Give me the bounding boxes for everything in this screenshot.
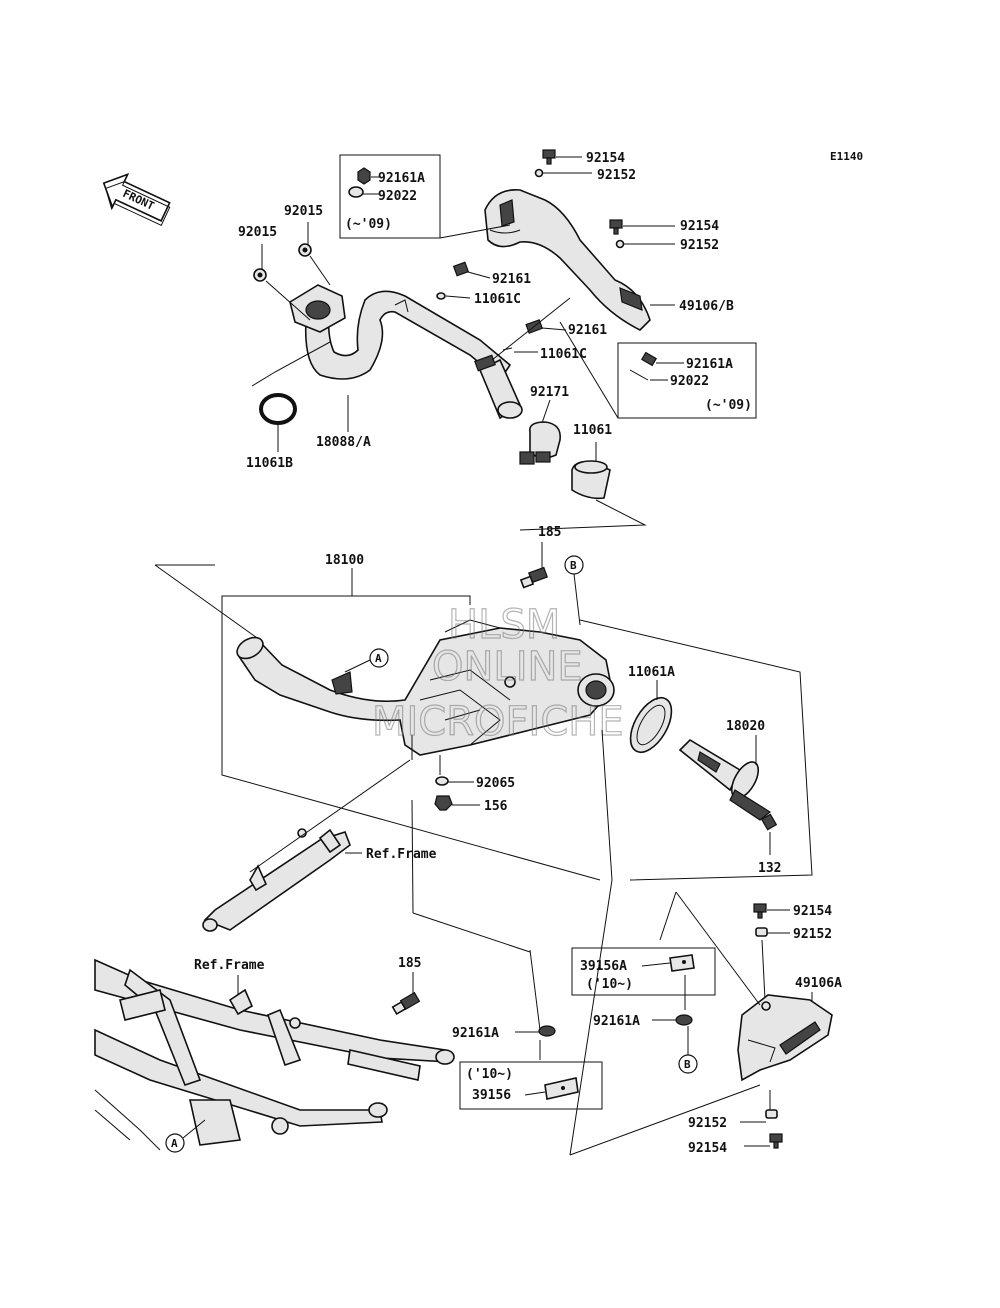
- label-49106B: 49106/B: [679, 299, 734, 314]
- frame-bracket: [202, 828, 351, 932]
- clamp-92171: [519, 421, 562, 465]
- label-92161-2: 92161: [568, 323, 607, 338]
- label-92161A-mid: 92161A: [593, 1014, 640, 1029]
- variant-box-09-a: 92161A 92022 (~'09): [339, 154, 441, 239]
- label-92161A-box: 92161A: [378, 171, 425, 186]
- variant-box-09-b: 92161A 92022 (~'09): [617, 342, 757, 419]
- spark-arrestor-18020: [678, 738, 772, 821]
- label-92065: 92065: [476, 776, 515, 791]
- label-92152-r: 92152: [793, 927, 832, 942]
- label-11061C: 11061C: [474, 292, 521, 307]
- bolt-185-top: [519, 566, 548, 589]
- label-92154-top: 92154: [586, 151, 625, 166]
- label-box-10-b: ('10~): [466, 1067, 513, 1082]
- washer-92065: [435, 776, 449, 786]
- label-92161A-box2: 92161A: [686, 357, 733, 372]
- label-92015-l: 92015: [238, 225, 277, 240]
- label-39156A: 39156A: [580, 959, 627, 974]
- callout-A-top-label: A: [375, 652, 382, 665]
- bolt-156: [434, 795, 453, 811]
- muffler-18100: [236, 619, 615, 756]
- label-11061B: 11061B: [246, 456, 293, 471]
- label-92152-b: 92152: [680, 238, 719, 253]
- label-11061C-2: 11061C: [540, 347, 587, 362]
- label-18088A: 18088/A: [316, 435, 371, 450]
- label-box-09-a: (~'09): [345, 217, 392, 232]
- label-185-top: 185: [538, 525, 561, 540]
- diagram-code: E1140: [830, 150, 863, 163]
- callout-B-bottom: [678, 1054, 698, 1074]
- label-11061: 11061: [573, 423, 612, 438]
- gasket-11061: [571, 460, 611, 500]
- gasket-11061A: [629, 697, 673, 753]
- label-92015-r: 92015: [284, 204, 323, 219]
- label-ref-frame-1: Ref.Frame: [366, 847, 437, 862]
- label-box-10-a: ('10~): [586, 977, 633, 992]
- callout-A-bottom: [165, 1133, 185, 1153]
- label-156: 156: [484, 799, 508, 814]
- label-92154-r: 92154: [793, 904, 832, 919]
- label-92171: 92171: [530, 385, 569, 400]
- label-11061A: 11061A: [628, 665, 675, 680]
- exhaust-pipe-18088A: [289, 284, 523, 420]
- screw-92154-b: [609, 219, 623, 235]
- watermark: HLSM ONLINE MICROFICHE: [371, 601, 624, 745]
- bolt-132: [760, 813, 778, 831]
- label-92161: 92161: [492, 272, 531, 287]
- label-132: 132: [758, 861, 781, 876]
- label-39156: 39156: [472, 1088, 511, 1103]
- vehicle-frame: [94, 958, 455, 1151]
- label-92022-box2: 92022: [670, 374, 709, 389]
- svg-text:HLSM: HLSM: [448, 602, 560, 648]
- variant-box-10-b: ('10~) 39156: [459, 1061, 603, 1110]
- label-49106A: 49106A: [795, 976, 842, 991]
- grommet-92161A-left: [538, 1025, 556, 1037]
- label-18100: 18100: [325, 553, 364, 568]
- label-92152-br: 92152: [688, 1116, 727, 1131]
- screw-92154-br: [769, 1133, 783, 1149]
- svg-text:MICROFICHE: MICROFICHE: [372, 699, 624, 745]
- grommet-92161A-mid: [675, 1014, 693, 1026]
- label-92152-top: 92152: [597, 168, 636, 183]
- label-92154-br: 92154: [688, 1141, 727, 1156]
- callout-B-bottom-label: B: [684, 1058, 691, 1071]
- callout-A-bottom-label: A: [171, 1137, 178, 1150]
- label-92161A-left: 92161A: [452, 1026, 499, 1041]
- label-92154-b: 92154: [680, 219, 719, 234]
- callout-A-top: [369, 648, 389, 668]
- gasket-11061B: [259, 393, 297, 425]
- label-92022-box: 92022: [378, 189, 417, 204]
- heat-guard-49106A: [737, 994, 833, 1082]
- heat-guard-49106B: [484, 189, 651, 331]
- variant-box-10-a: 39156A ('10~): [571, 947, 716, 996]
- screw-92154-r: [753, 903, 767, 919]
- svg-text:ONLINE: ONLINE: [432, 644, 583, 690]
- callout-B-top-label: B: [570, 559, 577, 572]
- label-18020: 18020: [726, 719, 765, 734]
- label-185-bot: 185: [398, 956, 421, 971]
- bolt-185-bot: [391, 991, 421, 1016]
- label-ref-frame-2: Ref.Frame: [194, 958, 265, 973]
- front-arrow-icon: FRONT: [102, 172, 171, 227]
- screw-92154-top: [542, 149, 556, 165]
- nut-92161: [452, 261, 470, 277]
- label-box-09-b: (~'09): [705, 398, 752, 413]
